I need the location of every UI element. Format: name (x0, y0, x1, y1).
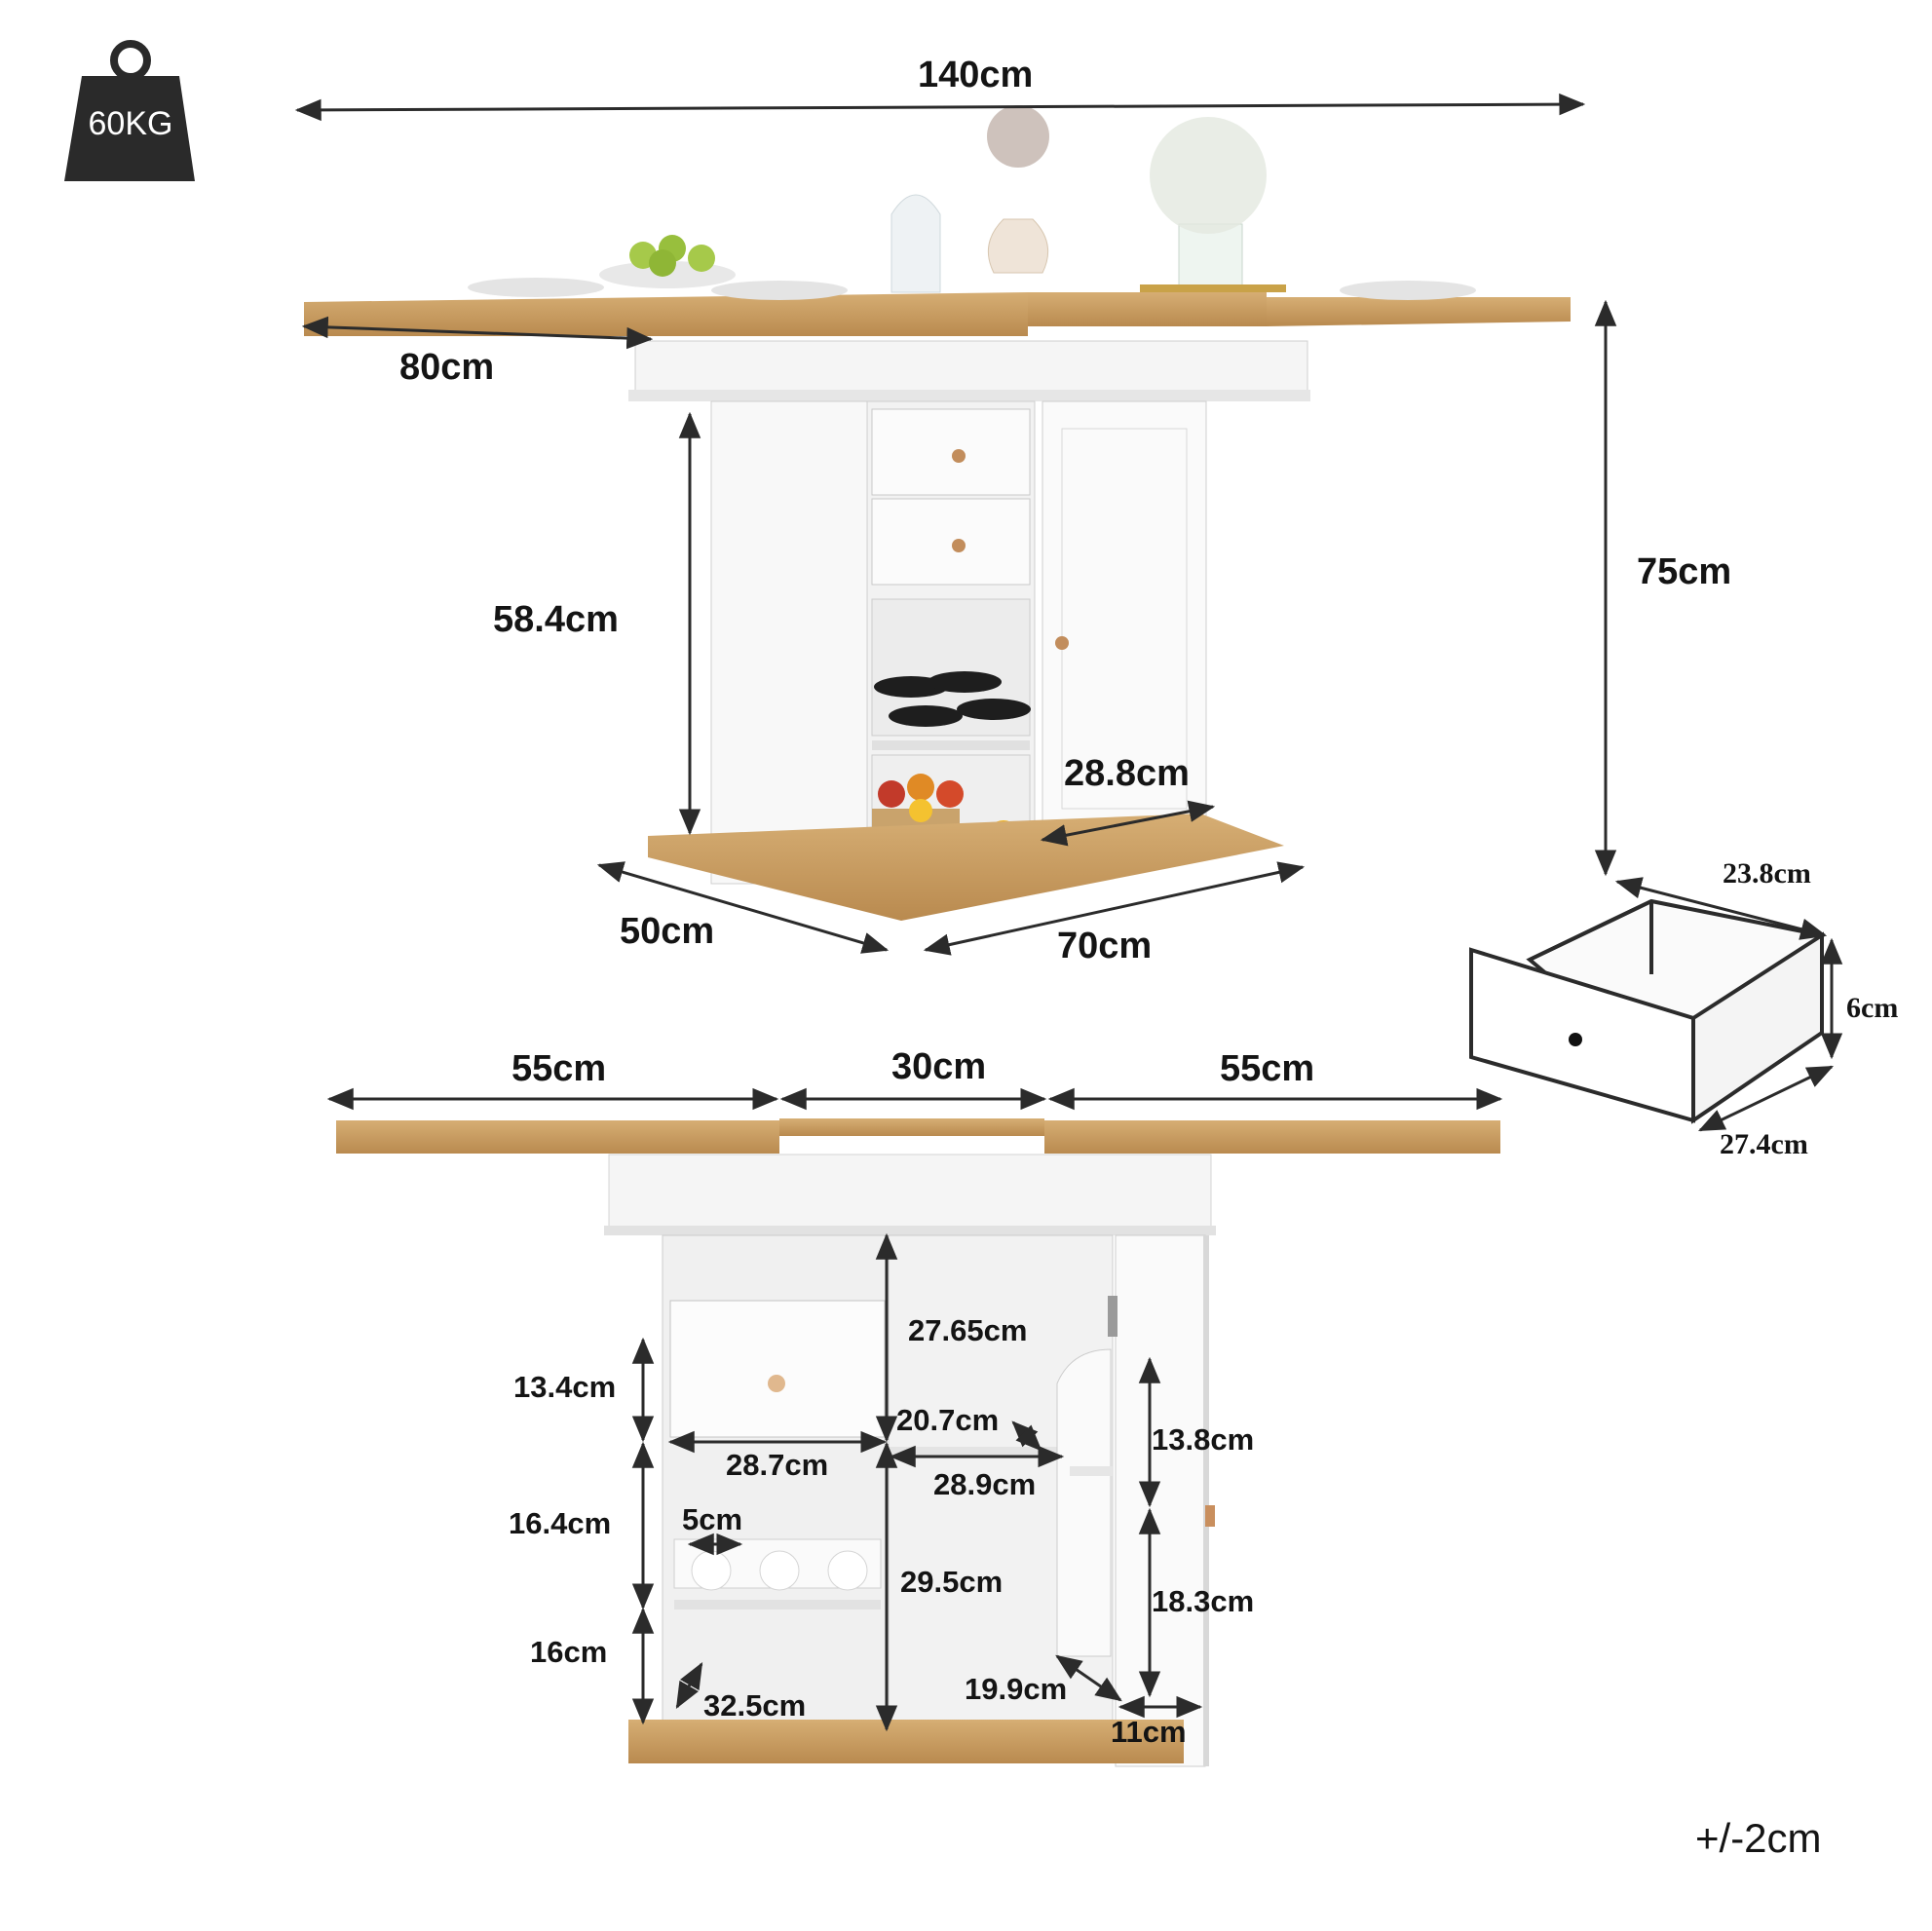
dim-inner-depth (1055, 1654, 1122, 1702)
label-drawer-depth: 27.4cm (1720, 1128, 1808, 1160)
drawer-dimensions (1614, 877, 1843, 1132)
label-left-leaf: 55cm (511, 1048, 607, 1089)
table-top-right-leaf (1267, 297, 1571, 326)
label-base-width: 70cm (1057, 926, 1153, 966)
label-bottle-slot: 5cm (682, 1502, 743, 1536)
top-view-table (304, 105, 1571, 921)
front-left-leaf (336, 1120, 779, 1154)
label-total-height: 75cm (1637, 551, 1732, 592)
dim-base-depth (596, 861, 890, 954)
dim-door-width (1040, 800, 1216, 847)
label-bottom-height: 16cm (530, 1635, 608, 1669)
label-door-shelf-depth: 11cm (1111, 1715, 1187, 1749)
front-view-table (336, 1118, 1500, 1767)
label-mid-height: 29.5cm (900, 1565, 1004, 1599)
weight-icon (64, 40, 195, 181)
label-wine-rack-height: 16.4cm (509, 1506, 612, 1540)
front-right-leaf (1044, 1120, 1500, 1154)
label-total-width: 140cm (918, 55, 1034, 95)
dim-drawer-width (1614, 877, 1828, 940)
label-center: 30cm (891, 1046, 987, 1087)
label-right-leaf: 55cm (1220, 1048, 1315, 1089)
label-door-width: 28.8cm (1064, 753, 1190, 794)
label-bottom-depth: 32.5cm (703, 1688, 807, 1723)
weight-label: 60KG (88, 105, 173, 142)
label-base-depth: 50cm (620, 911, 715, 952)
label-drawer-front-height: 13.4cm (513, 1370, 617, 1404)
dim-leaf-depth (301, 316, 654, 350)
dim-shelf-depth (1011, 1420, 1042, 1452)
front-view-dimensions (326, 1087, 1503, 1732)
dim-drawer-depth (1697, 1065, 1835, 1132)
label-door-shelf-lower: 18.3cm (1152, 1584, 1255, 1618)
top-view-dimensions (294, 93, 1617, 956)
label-drawer-front-width: 28.7cm (726, 1448, 829, 1482)
label-cabinet-height: 58.4cm (493, 599, 619, 640)
dim-bottom-depth (675, 1662, 703, 1709)
front-center (779, 1118, 1044, 1136)
drawer-drawing (1469, 898, 1824, 1124)
label-door-shelf-upper: 13.8cm (1152, 1422, 1255, 1457)
label-leaf-depth: 80cm (399, 347, 495, 388)
label-top-opening: 27.65cm (908, 1313, 1028, 1347)
table-top-center (1028, 292, 1267, 326)
front-base (628, 1720, 1184, 1763)
tolerance-note: +/-2cm (1695, 1815, 1822, 1861)
label-drawer-width: 23.8cm (1723, 857, 1811, 890)
label-inner-depth: 19.9cm (965, 1672, 1068, 1706)
label-shelf-depth: 20.7cm (896, 1403, 1000, 1437)
dim-base-width (923, 861, 1306, 956)
dim-total-width (294, 93, 1586, 122)
label-drawer-height: 6cm (1846, 992, 1899, 1024)
label-shelf-width: 28.9cm (933, 1467, 1037, 1501)
